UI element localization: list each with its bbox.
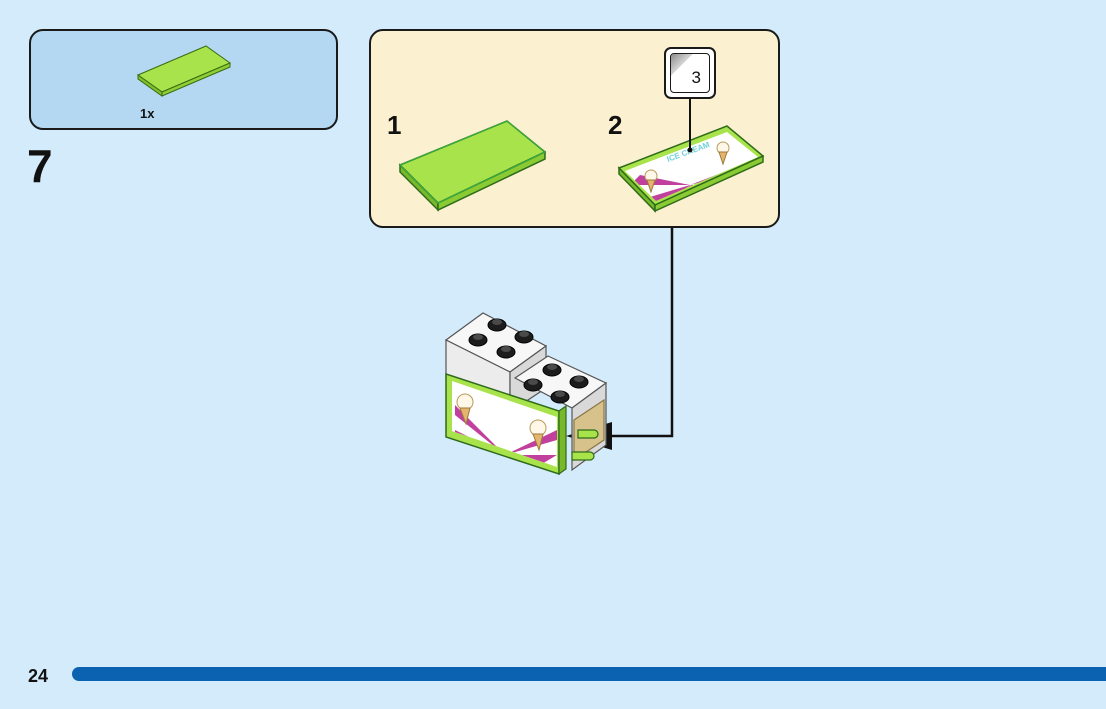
ice-cream-stand-model <box>444 312 608 476</box>
sticker-sheet-icon: 3 <box>670 53 710 93</box>
page-fold-icon <box>671 54 693 76</box>
ice-cream-sticker-tile-icon: ICE CREAM <box>617 125 765 213</box>
parts-list-box: 1x <box>29 29 338 130</box>
connector-line <box>612 228 674 438</box>
lime-tile-icon <box>398 120 547 212</box>
sub-step-number-1: 1 <box>387 110 402 140</box>
lime-tile-2x4-icon <box>136 45 232 97</box>
step-number: 7 <box>27 140 53 192</box>
sub-step-number-2: 2 <box>608 110 623 140</box>
page-number: 24 <box>28 666 49 686</box>
sticker-number: 3 <box>691 68 701 87</box>
sticker-callout: 3 <box>664 47 716 99</box>
page-progress-bar <box>72 667 1106 681</box>
part-quantity: 1x <box>140 106 155 121</box>
